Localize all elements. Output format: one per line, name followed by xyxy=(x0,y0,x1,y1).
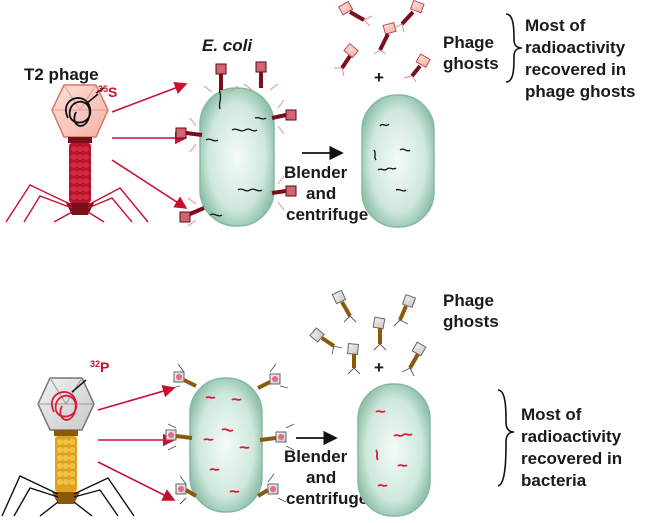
top-result-label: Most of radioactivity recovered in phage… xyxy=(525,16,636,101)
top-bracket xyxy=(505,13,523,83)
bottom-plus: + xyxy=(374,358,384,377)
bottom-panel: 32P xyxy=(1,289,627,517)
isotope-32p-label: 32P xyxy=(90,359,109,375)
e-coli-cell-pellet-top xyxy=(361,94,435,228)
attached-phages-top xyxy=(175,61,297,223)
t2-phage-label: T2 phage xyxy=(24,65,99,84)
e-coli-cell-infected xyxy=(175,61,297,227)
top-panel: T2 phage xyxy=(5,0,636,228)
bottom-bracket xyxy=(497,389,515,487)
tail-fibers-bottom xyxy=(1,475,135,517)
bottom-infection-arrows xyxy=(97,384,176,501)
bottom-process-label: Blender and centrifuge xyxy=(284,447,368,508)
bottom-result-label: Most of radioactivity recovered in bacte… xyxy=(521,405,627,490)
top-process-label: Blender and centrifuge xyxy=(284,163,368,224)
top-infection-arrows xyxy=(111,81,188,209)
isotope-35s-label: 35S xyxy=(98,84,117,100)
t2-phage-protein-labeled xyxy=(5,84,149,223)
top-phage-ghosts-label: Phage ghosts xyxy=(443,33,499,73)
top-plus: + xyxy=(374,68,384,87)
tail-sheath-bottom xyxy=(52,430,80,504)
bottom-phage-ghosts xyxy=(309,289,427,377)
e-coli-cell-pellet-bottom xyxy=(357,383,431,517)
attached-phages-bottom xyxy=(165,371,287,498)
top-phage-ghosts xyxy=(334,0,431,83)
e-coli-cell-infected-bottom xyxy=(165,363,295,513)
tail-sheath xyxy=(66,137,94,215)
e-coli-label: E. coli xyxy=(202,36,253,55)
t2-phage-dna-labeled xyxy=(1,377,135,517)
bottom-phage-ghosts-label: Phage ghosts xyxy=(443,291,499,331)
tail-fibers xyxy=(5,184,149,223)
